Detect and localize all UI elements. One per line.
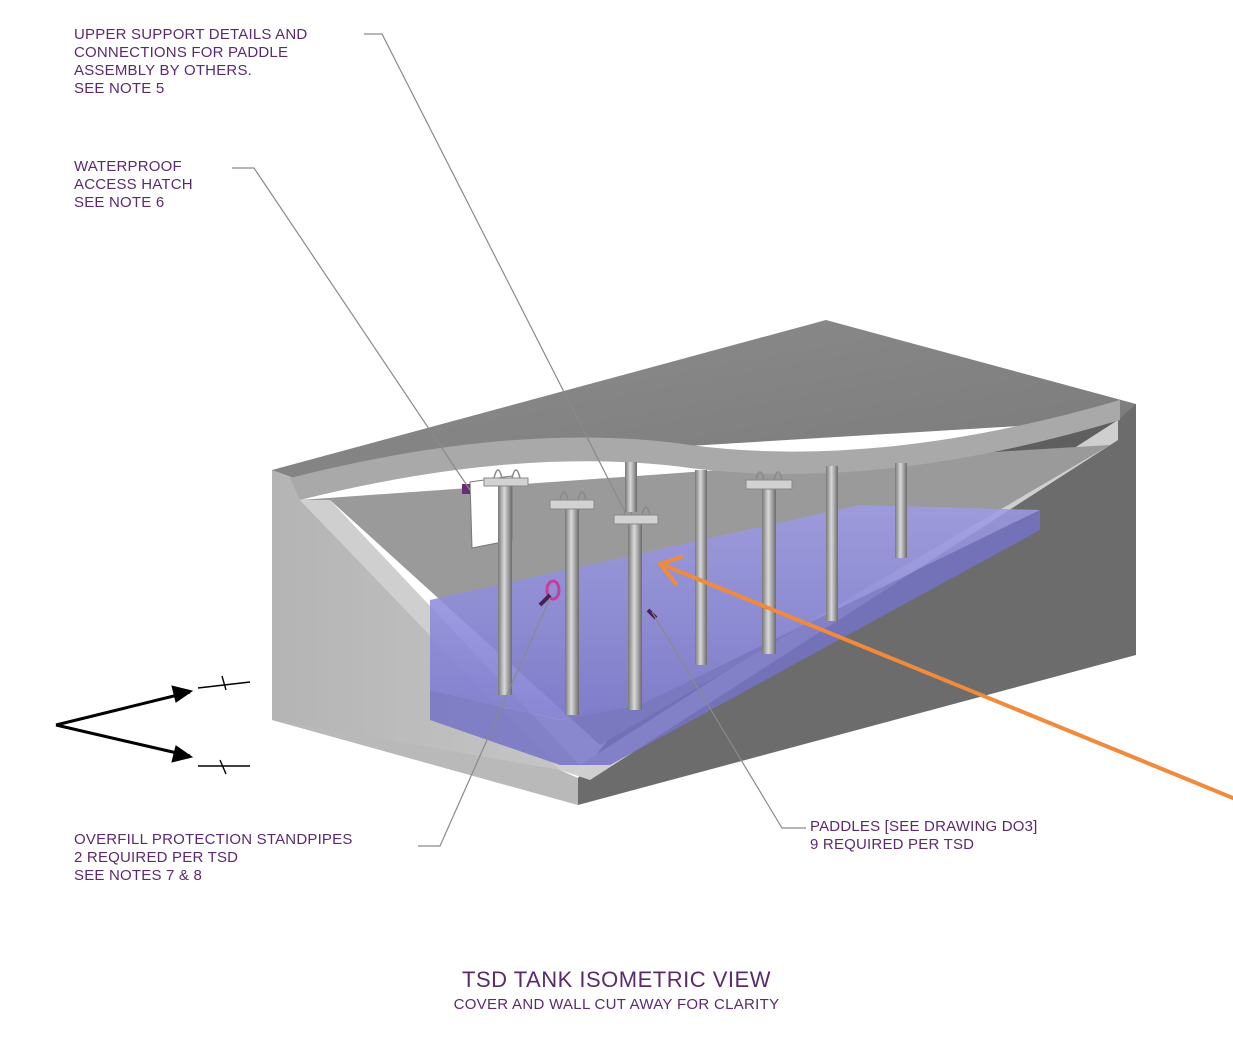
paddle-column [826,466,838,621]
callout-paddles: PADDLES [SEE DRAWING DO3] 9 REQUIRED PER… [810,818,1038,854]
paddle-column [549,491,595,715]
overfill-standpipes [538,579,658,620]
cover-cut-edge [290,400,1120,500]
paddle-column [483,469,529,695]
tank-front-face [272,720,578,805]
leader-upper-support [364,33,625,511]
paddle-column [695,470,707,665]
paddle-column [895,463,907,558]
leader-access-hatch [232,167,471,491]
callout-line: 9 REQUIRED PER TSD [810,836,975,853]
callout-line: UPPER SUPPORT DETAILS AND [74,26,308,43]
leader-paddles [651,611,806,829]
callout-overfill-standpipes: OVERFILL PROTECTION STANDPIPES 2 REQUIRE… [74,831,353,885]
paddle-columns [483,462,907,715]
leader-lines [232,33,806,847]
water-volume [430,505,1040,765]
section-cut-arrows-icon [55,675,251,775]
callout-line: ACCESS HATCH [74,176,193,193]
callout-line: SEE NOTES 7 & 8 [74,867,203,884]
callout-access-hatch: WATERPROOF ACCESS HATCH SEE NOTE 6 [74,158,193,212]
orange-pointer-arrow-icon [658,555,1233,800]
drawing-title: TSD TANK ISOMETRIC VIEW [462,967,771,992]
paddle-column [625,462,637,512]
callout-line: SEE NOTE 5 [74,80,165,97]
drawing-subtitle: COVER AND WALL CUT AWAY FOR CLARITY [453,996,780,1013]
callout-line: OVERFILL PROTECTION STANDPIPES [74,831,353,848]
callout-line: SEE NOTE 6 [74,194,165,211]
leader-overfill [418,597,551,847]
tank-cover-slab [272,320,1136,480]
callout-upper-support: UPPER SUPPORT DETAILS AND CONNECTIONS FO… [74,26,307,98]
callout-line: 2 REQUIRED PER TSD [74,849,239,866]
callout-line: WATERPROOF [74,158,182,175]
callout-line: PADDLES [SEE DRAWING DO3] [810,818,1038,835]
callout-line: CONNECTIONS FOR PADDLE [74,44,289,61]
paddle-column [613,506,659,710]
callout-line: ASSEMBLY BY OTHERS. [74,62,253,79]
